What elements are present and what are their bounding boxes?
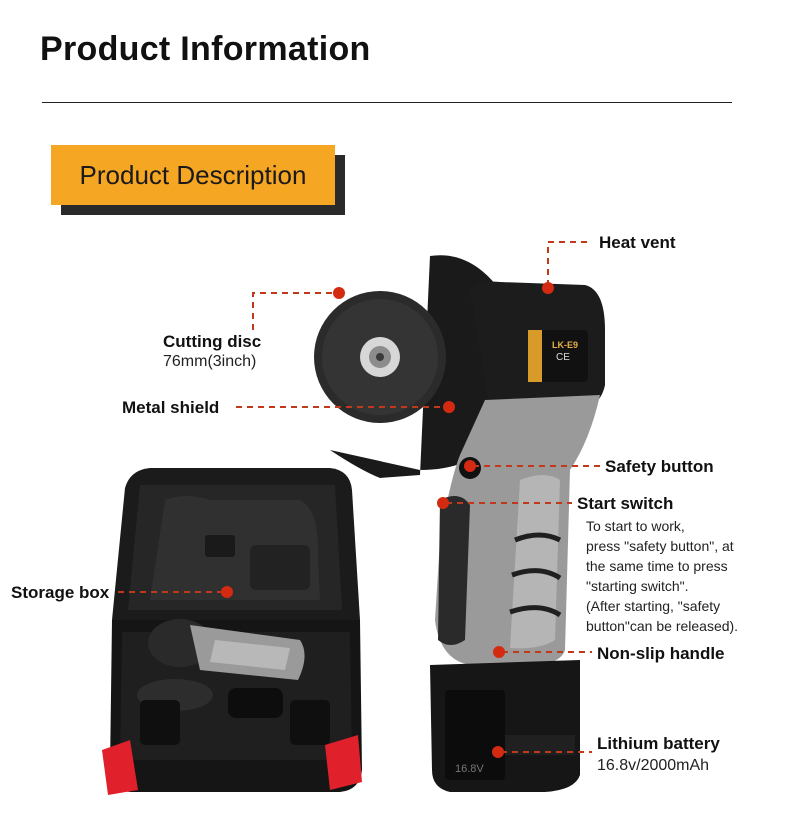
title-divider — [42, 102, 732, 103]
cutting-disc-marker — [333, 287, 345, 299]
brand-label: LK-E9 — [552, 340, 578, 350]
ce-mark-icon: CE — [556, 352, 570, 363]
section-badge-label: Product Description — [51, 145, 335, 205]
metal-shield-label: Metal shield — [122, 398, 220, 417]
start-switch-label: Start switch — [577, 494, 674, 513]
angle-grinder-image: CE LK-E9 16.8V — [314, 255, 605, 792]
battery-voltage-label: 16.8V — [455, 763, 484, 775]
non-slip-handle-label: Non-slip handle — [597, 644, 725, 663]
metal-shield-marker — [443, 401, 455, 413]
lithium-battery-label: Lithium battery — [597, 734, 720, 753]
non-slip-handle-marker — [493, 646, 505, 658]
safety-button-label: Safety button — [605, 457, 714, 476]
storage-case-image — [102, 468, 362, 795]
heat-vent-label: Heat vent — [599, 233, 676, 252]
cutting-disc-leader — [252, 292, 336, 330]
start-switch-marker — [437, 497, 449, 509]
heat-vent-marker — [542, 282, 554, 294]
storage-box-marker — [221, 586, 233, 598]
battery-spec: 16.8v/2000mAh — [597, 757, 710, 774]
start-switch-note: To start to work, press "safety button",… — [586, 518, 739, 634]
cutting-disc-size: 76mm(3inch) — [163, 353, 257, 370]
page-title: Product Information — [40, 30, 371, 68]
storage-box-label: Storage box — [11, 583, 110, 602]
lithium-battery-marker — [492, 746, 504, 758]
section-badge: Product Description — [51, 145, 345, 215]
safety-button-marker — [464, 460, 476, 472]
cutting-disc-label: Cutting disc — [163, 332, 262, 351]
heat-vent-leader — [547, 241, 592, 286]
